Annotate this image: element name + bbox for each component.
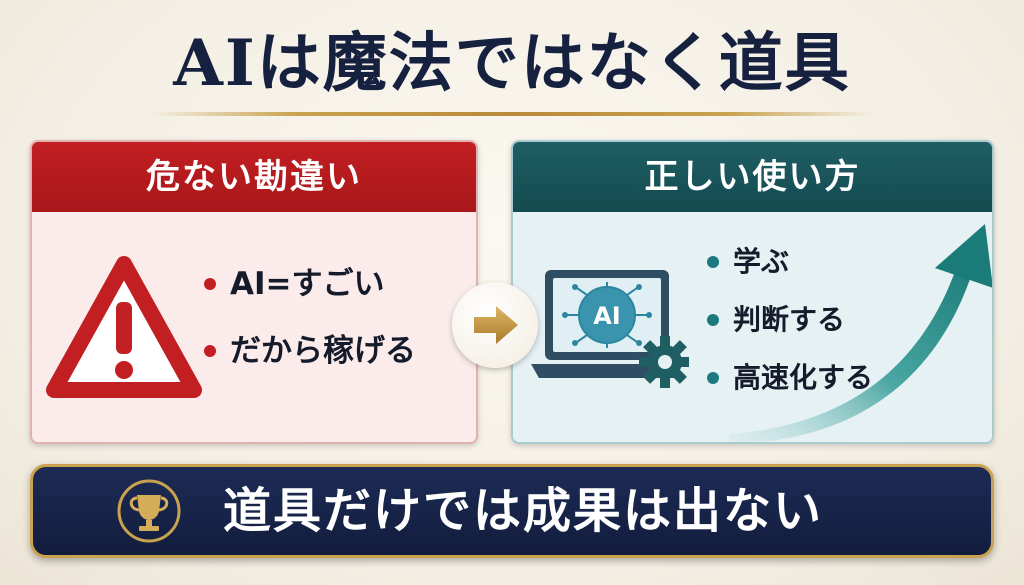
laptop-ai-icon: AI bbox=[531, 270, 689, 388]
misconception-list: AI=すごい だから稼げる bbox=[204, 262, 416, 396]
list-item: だから稼げる bbox=[204, 329, 416, 373]
misconception-heading: 危ない勘違い bbox=[32, 142, 476, 212]
conclusion-text: 道具だけでは成果は出ない bbox=[223, 483, 824, 539]
correct-usage-heading: 正しい使い方 bbox=[513, 142, 992, 212]
list-item: 判断する bbox=[707, 300, 873, 340]
bullet-dot bbox=[707, 314, 719, 326]
page-title: AIは魔法ではなく道具 bbox=[173, 26, 851, 101]
correct-usage-panel: 正しい使い方 AI 学ぶ 判断する 高速化する bbox=[511, 140, 994, 444]
transition-arrow bbox=[452, 282, 538, 368]
growth-arrow-icon bbox=[729, 224, 992, 442]
bullet-dot bbox=[204, 345, 216, 357]
title-underline bbox=[150, 112, 874, 116]
trophy-icon bbox=[117, 479, 181, 543]
bullet-dot bbox=[707, 372, 719, 384]
list-item: 高速化する bbox=[707, 358, 873, 398]
warning-icon bbox=[46, 256, 202, 398]
arrow-right-icon bbox=[474, 306, 518, 344]
list-item: 学ぶ bbox=[707, 242, 873, 282]
misconception-panel: 危ない勘違い AI=すごい だから稼げる bbox=[30, 140, 478, 444]
correct-usage-list: 学ぶ 判断する 高速化する bbox=[707, 242, 873, 416]
bullet-dot bbox=[707, 256, 719, 268]
bullet-dot bbox=[204, 278, 216, 290]
laptop-ai-label: AI bbox=[593, 302, 621, 330]
conclusion-banner: 道具だけでは成果は出ない bbox=[30, 464, 994, 558]
list-item: AI=すごい bbox=[204, 262, 416, 306]
